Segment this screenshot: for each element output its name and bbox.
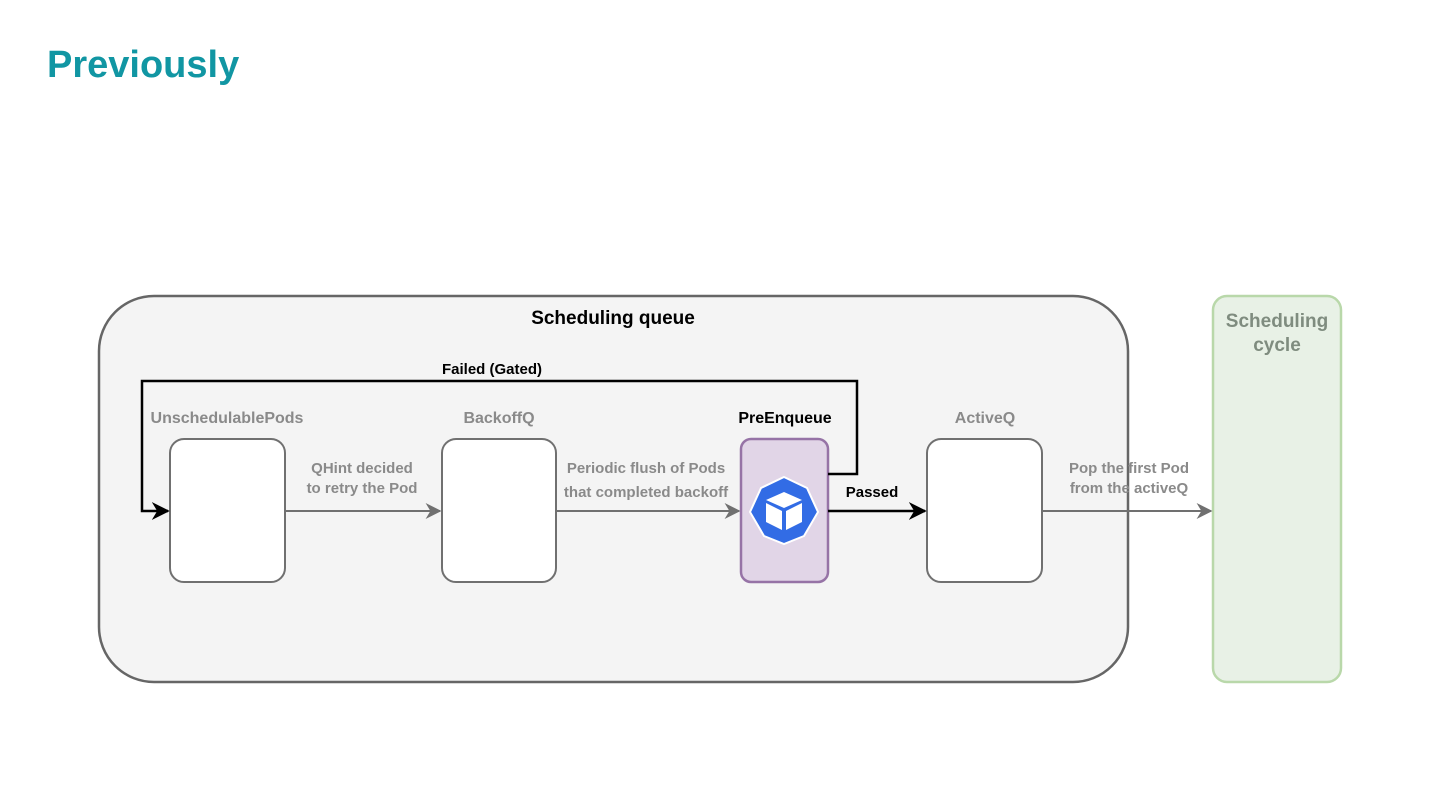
kubernetes-cube-icon (748, 475, 820, 546)
qhint-edge-label-line2: to retry the Pod (307, 480, 418, 497)
passed-edge-label: Passed (846, 484, 899, 501)
scheduling-cycle-label-line1: Scheduling (1226, 311, 1328, 332)
flush-edge-label-line1: Periodic flush of Pods (567, 460, 725, 477)
scheduling-queue-label: Scheduling queue (531, 308, 695, 329)
activeq-box (926, 438, 1043, 583)
flush-edge-label-line2: that completed backoff (564, 484, 729, 501)
pop-edge-label-line1: Pop the first Pod (1069, 460, 1189, 477)
failed-gated-edge (140, 379, 859, 520)
scheduling-cycle-label-line2: cycle (1253, 335, 1301, 356)
backoffq-label: BackoffQ (463, 410, 534, 427)
unschedulable-pods-label: UnschedulablePods (151, 410, 304, 427)
slide-title: Previously (47, 44, 240, 86)
backoffq-box (441, 438, 557, 583)
scheduling-queue-container (97, 294, 1130, 684)
qhint-edge-label-line1: QHint decided (311, 460, 413, 477)
scheduling-cycle-box (1211, 294, 1343, 684)
unschedulable-pods-box (169, 438, 286, 583)
failed-gated-edge-label: Failed (Gated) (442, 361, 542, 378)
preenqueue-label: PreEnqueue (738, 410, 831, 427)
pop-edge-label-line2: from the activeQ (1070, 480, 1189, 497)
activeq-label: ActiveQ (955, 410, 1015, 427)
